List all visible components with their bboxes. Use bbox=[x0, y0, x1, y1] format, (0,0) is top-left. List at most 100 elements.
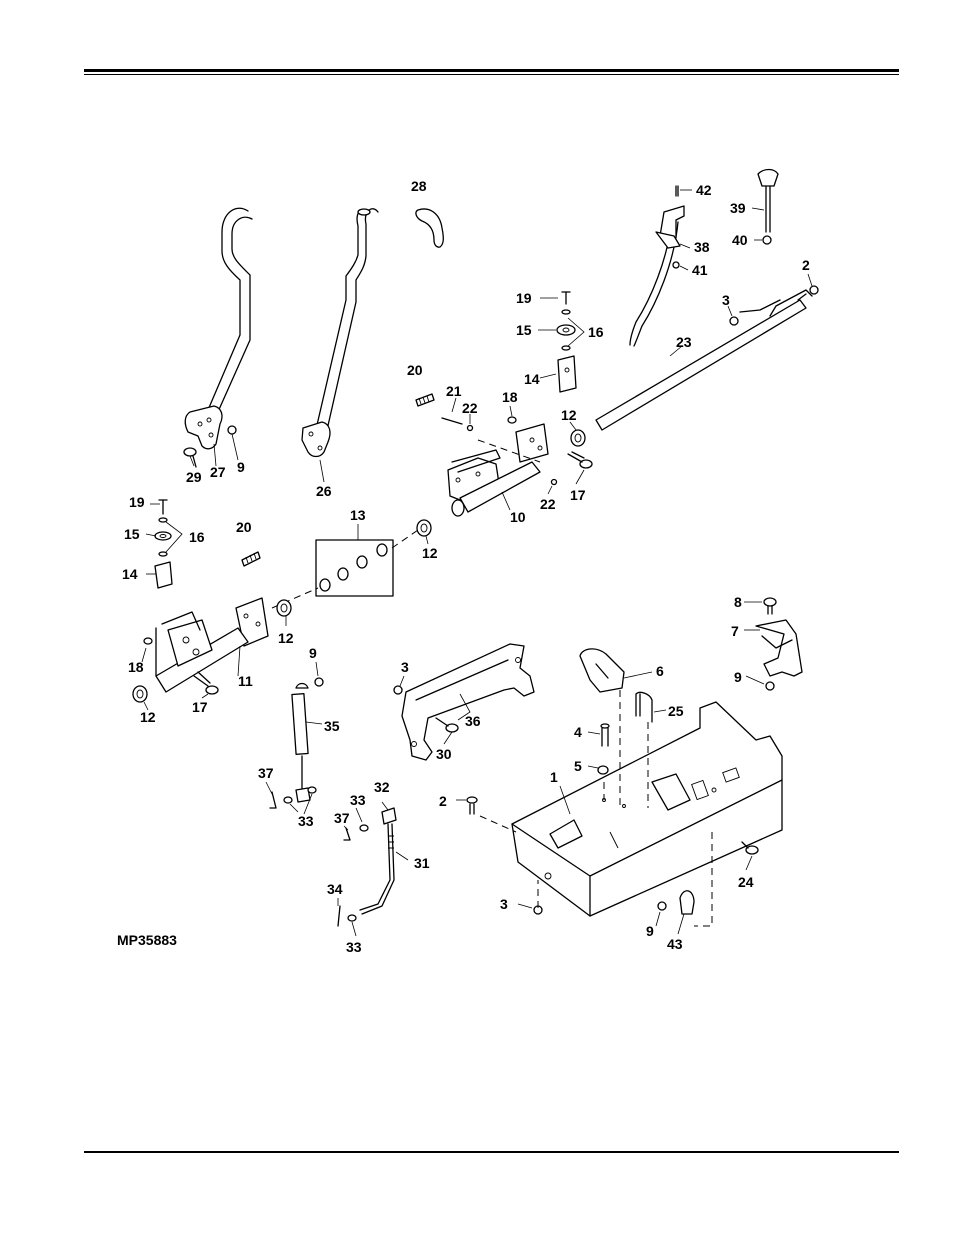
spring-20-lower bbox=[242, 552, 260, 566]
washer-5 bbox=[598, 766, 608, 774]
callout-9-upper: 9 bbox=[237, 459, 245, 475]
callout-37-right: 37 bbox=[334, 810, 350, 826]
callout-24: 24 bbox=[738, 874, 754, 890]
nut-22-lower bbox=[552, 480, 557, 485]
callout-3-top: 3 bbox=[722, 292, 730, 308]
callout-20-lower: 20 bbox=[236, 519, 252, 535]
clip-37-right bbox=[344, 828, 350, 840]
callout-11: 11 bbox=[238, 673, 253, 689]
callout-3-frame: 3 bbox=[401, 659, 409, 675]
callout-43: 43 bbox=[667, 936, 683, 952]
callout-37-left: 37 bbox=[258, 765, 274, 781]
callout-27: 27 bbox=[210, 464, 226, 480]
nut-9-right bbox=[766, 682, 774, 690]
lift-lever-right bbox=[302, 209, 378, 457]
spring-20-upper bbox=[416, 394, 434, 406]
cable-assembly-38 bbox=[630, 186, 684, 346]
bracket-7 bbox=[756, 620, 802, 676]
callout-33-left: 33 bbox=[298, 813, 314, 829]
washer-33-mid bbox=[360, 825, 368, 831]
rockshaft-10 bbox=[448, 417, 548, 516]
callout-16-lower: 16 bbox=[189, 529, 205, 545]
callout-29: 29 bbox=[186, 469, 202, 485]
callout-5: 5 bbox=[574, 758, 582, 774]
clip-25 bbox=[636, 692, 652, 722]
callout-26: 26 bbox=[316, 483, 332, 499]
callout-33-mid: 33 bbox=[350, 792, 366, 808]
callout-17-lower: 17 bbox=[192, 699, 208, 715]
gas-spring-35 bbox=[292, 678, 323, 802]
callout-12-left: 12 bbox=[140, 709, 156, 725]
callout-18-upper: 18 bbox=[502, 389, 518, 405]
grip-28 bbox=[416, 209, 443, 247]
callout-13: 13 bbox=[350, 507, 366, 523]
callout-9-mid: 9 bbox=[309, 645, 317, 661]
callout-8: 8 bbox=[734, 594, 742, 610]
bolt-29 bbox=[184, 448, 196, 467]
callout-23: 23 bbox=[676, 334, 692, 350]
callout-12-mid: 12 bbox=[422, 545, 438, 561]
callout-10: 10 bbox=[510, 509, 526, 525]
callout-12-upper: 12 bbox=[561, 407, 577, 423]
callout-34: 34 bbox=[327, 881, 343, 897]
callout-38: 38 bbox=[694, 239, 710, 255]
bolt-4 bbox=[601, 724, 609, 746]
bushing-12-mid bbox=[417, 520, 431, 536]
frame-36 bbox=[402, 644, 534, 760]
nut-3-frame bbox=[394, 686, 402, 694]
pin-34 bbox=[338, 906, 340, 926]
lift-lever-left bbox=[185, 208, 252, 449]
callout-30: 30 bbox=[436, 746, 452, 762]
callout-15-lower: 15 bbox=[124, 526, 140, 542]
callout-25: 25 bbox=[668, 703, 684, 719]
callout-16-upper: 16 bbox=[588, 324, 604, 340]
callout-1: 1 bbox=[550, 769, 558, 785]
bushing-12-left bbox=[133, 686, 147, 702]
nut-22-upper bbox=[468, 426, 473, 431]
callout-36: 36 bbox=[465, 713, 481, 729]
callout-41: 41 bbox=[692, 262, 708, 278]
callout-4: 4 bbox=[574, 724, 582, 740]
rod-31 bbox=[360, 808, 396, 914]
callout-31: 31 bbox=[414, 855, 430, 871]
clip-37-left bbox=[270, 792, 276, 808]
callout-17-upper: 17 bbox=[570, 487, 586, 503]
knob-39 bbox=[758, 170, 778, 245]
callout-33-low: 33 bbox=[346, 939, 362, 955]
callout-22-upper: 22 bbox=[462, 400, 478, 416]
callout-18-lower: 18 bbox=[128, 659, 144, 675]
callout-14-upper: 14 bbox=[524, 371, 540, 387]
bolt-17-upper bbox=[568, 452, 592, 468]
nut-9-upper bbox=[228, 426, 236, 434]
callout-22-lower: 22 bbox=[540, 496, 556, 512]
callout-3-low: 3 bbox=[500, 896, 508, 912]
callout-20-upper: 20 bbox=[407, 362, 423, 378]
shaft-23 bbox=[596, 286, 818, 430]
callout-19-lower: 19 bbox=[129, 494, 145, 510]
bolt-17-lower bbox=[194, 672, 218, 694]
callout-19-upper: 19 bbox=[516, 290, 532, 306]
callout-32: 32 bbox=[374, 779, 390, 795]
nut-9-frame bbox=[658, 902, 666, 910]
bracket-14-lower bbox=[155, 500, 172, 588]
washer-33-low bbox=[348, 915, 356, 921]
assembly-line-1 bbox=[480, 816, 516, 832]
figure-reference: MP35883 bbox=[117, 932, 177, 948]
callout-6: 6 bbox=[656, 663, 664, 679]
bolt-8 bbox=[764, 598, 776, 614]
callout-12-right: 12 bbox=[278, 630, 294, 646]
clamp-43 bbox=[680, 891, 694, 914]
callout-14-lower: 14 bbox=[122, 566, 138, 582]
callout-39: 39 bbox=[730, 200, 746, 216]
callout-9-right: 9 bbox=[734, 669, 742, 685]
bushing-12-upper bbox=[571, 430, 585, 446]
callout-42: 42 bbox=[696, 182, 712, 198]
callout-2-top: 2 bbox=[802, 257, 810, 273]
callout-28: 28 bbox=[411, 178, 427, 194]
callout-35: 35 bbox=[324, 718, 340, 734]
callout-2-frame: 2 bbox=[439, 793, 447, 809]
bolt-30 bbox=[436, 718, 458, 732]
bushing-12-right bbox=[277, 600, 291, 616]
